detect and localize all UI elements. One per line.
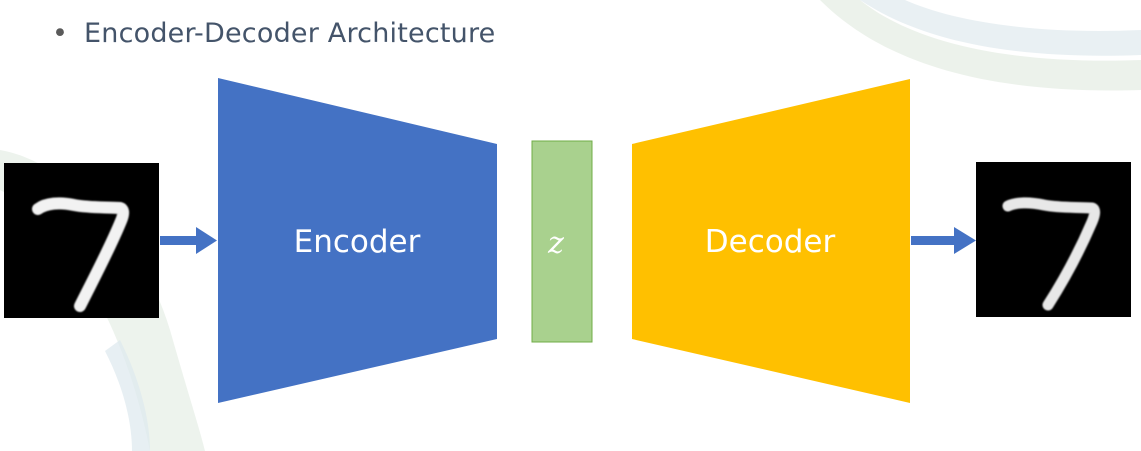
latent-block <box>531 140 593 343</box>
slide-bullet: • Encoder-Decoder Architecture <box>52 18 496 49</box>
input-arrow <box>160 227 217 254</box>
encoder-block <box>218 78 497 403</box>
input-digit-image <box>4 163 159 318</box>
input-digit-stroke <box>32 197 130 312</box>
decoder-block <box>632 79 910 403</box>
output-digit-image <box>976 162 1131 317</box>
slide-bullet-text: Encoder-Decoder Architecture <box>84 18 496 49</box>
decoder-label: Decoder <box>705 224 836 260</box>
output-digit-stroke <box>1002 197 1101 311</box>
output-arrow <box>911 227 976 254</box>
bullet-dot: • <box>52 18 69 49</box>
encoder-label: Encoder <box>294 224 421 260</box>
latent-label: z <box>547 226 564 261</box>
